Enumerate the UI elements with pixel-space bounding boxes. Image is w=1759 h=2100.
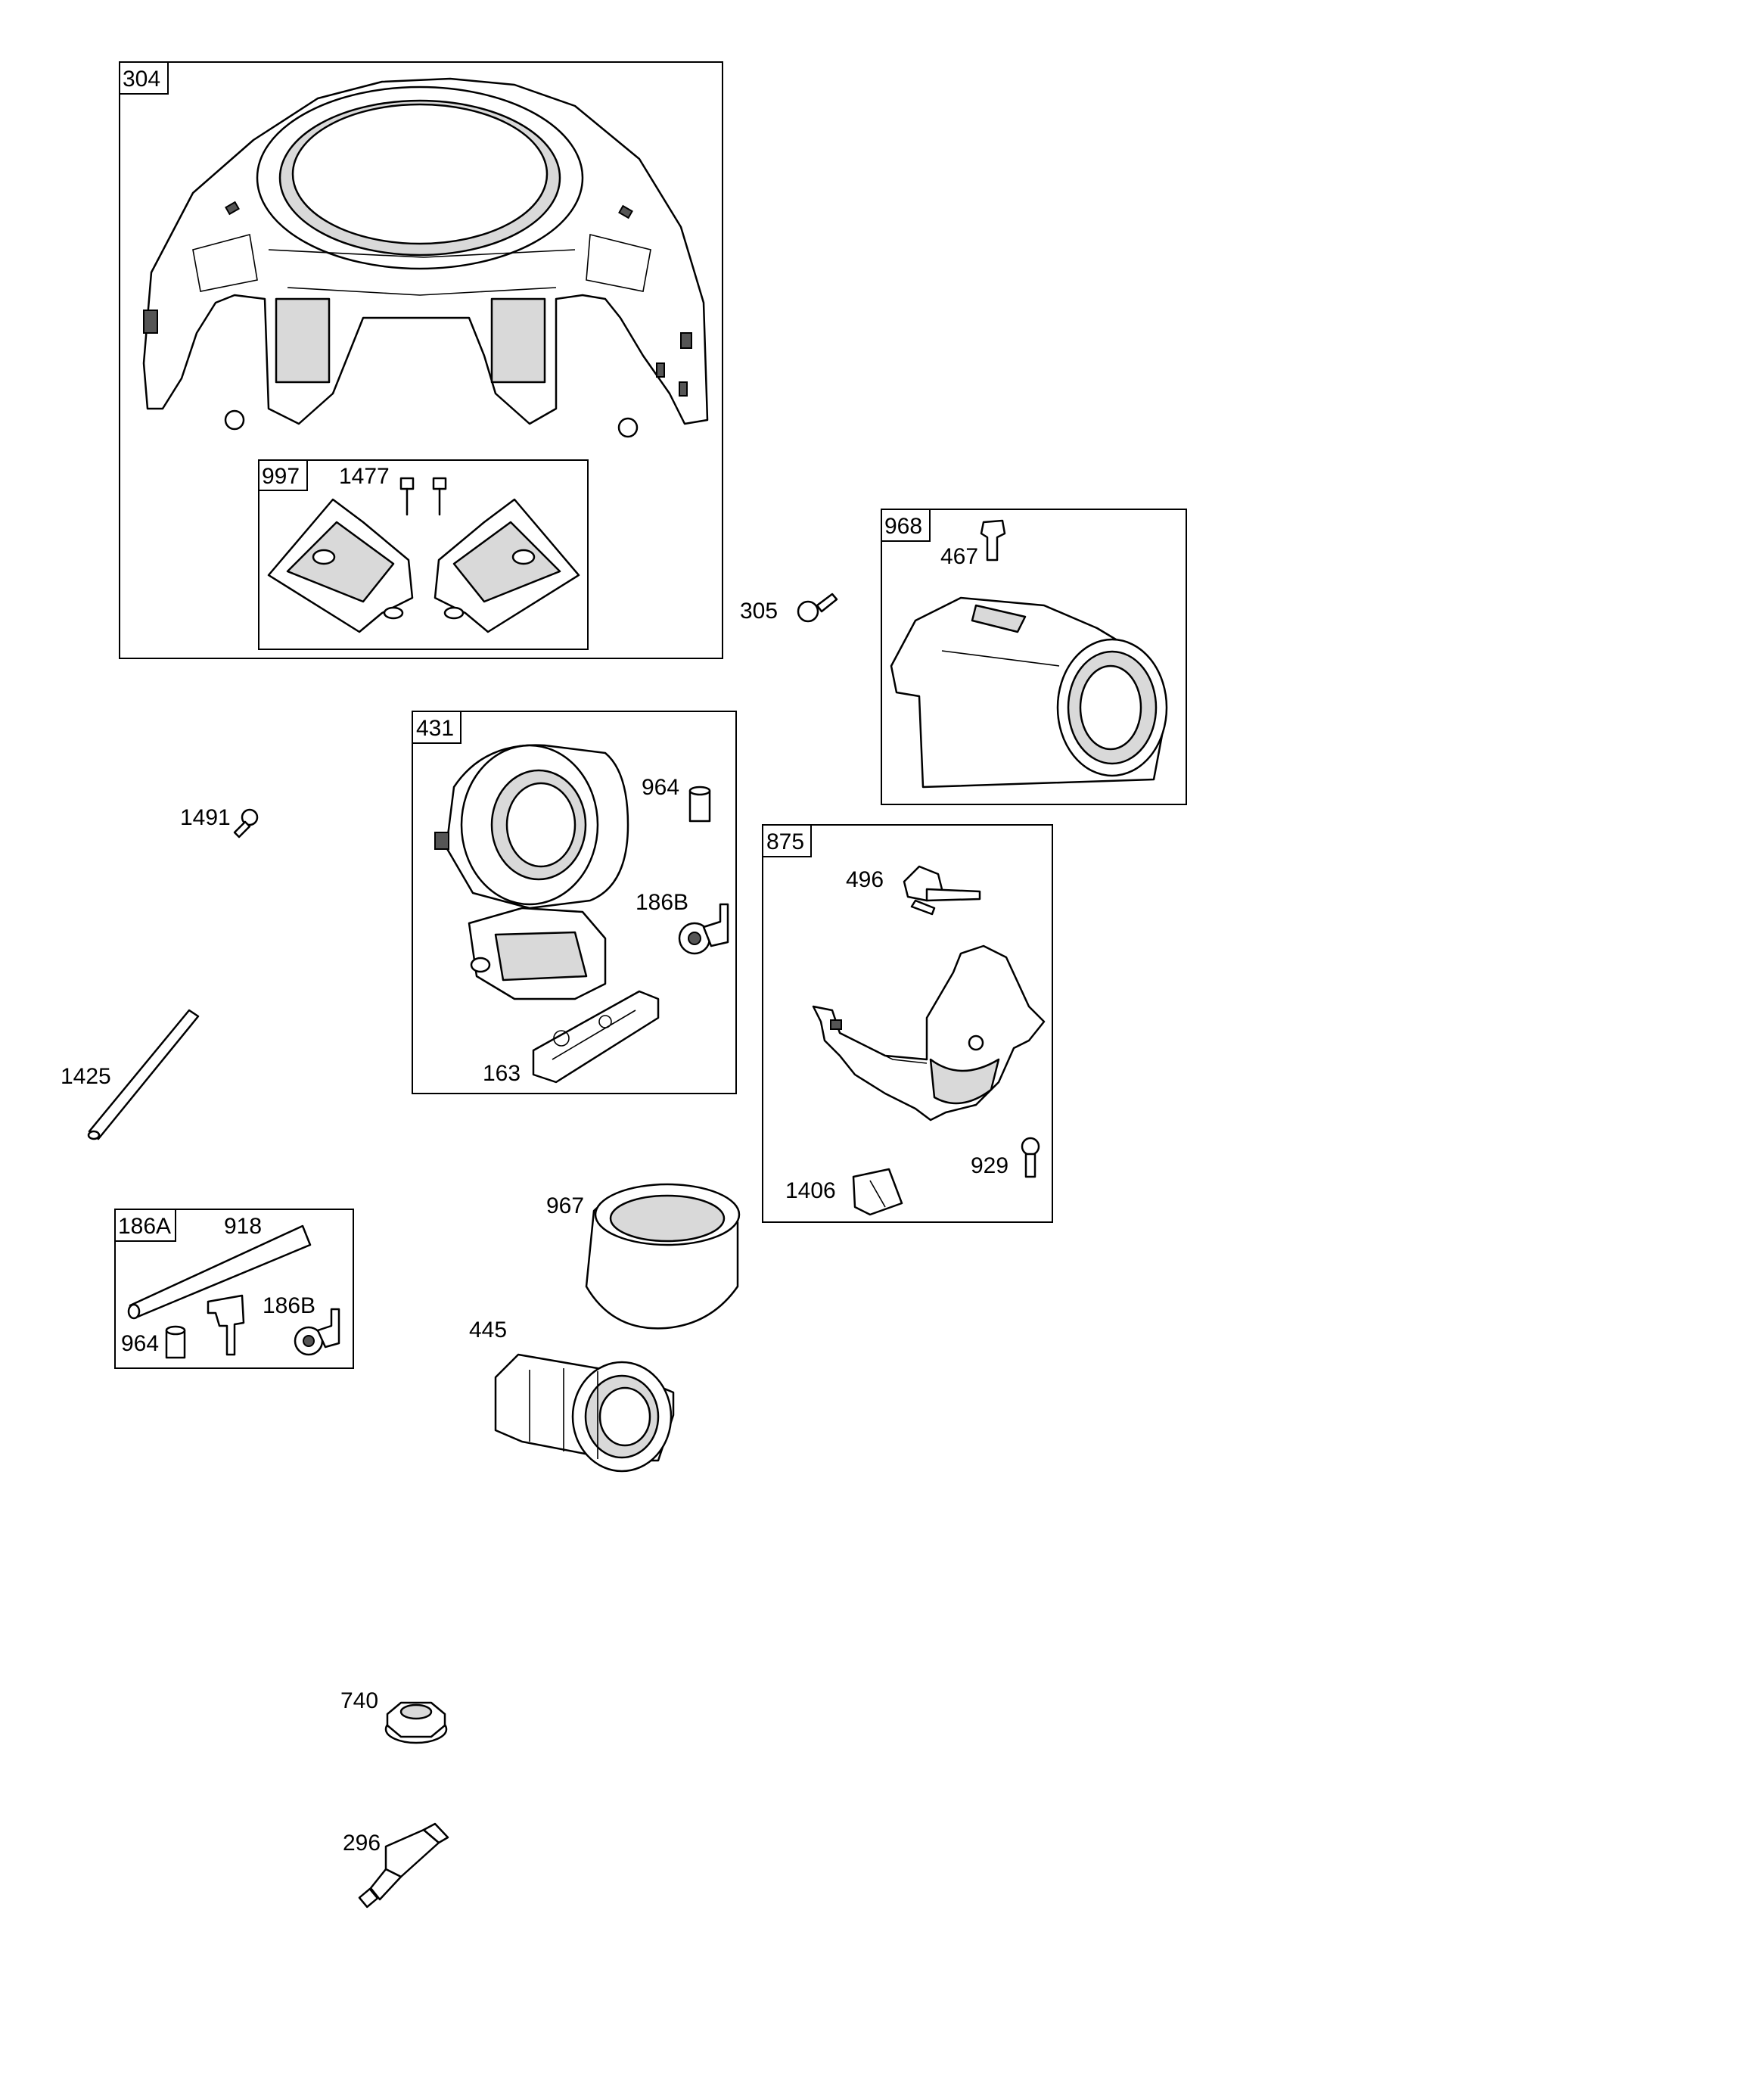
- group-968: 968 467: [881, 509, 1187, 805]
- group-968-tag: [881, 509, 931, 542]
- stud-296-part: [358, 1822, 449, 1909]
- breather-496-part: [903, 865, 981, 916]
- screw-305-part: [797, 593, 838, 623]
- label-1491: 1491: [180, 805, 231, 830]
- label-445: 445: [469, 1318, 507, 1342]
- bushing-964-a-part: [688, 786, 711, 823]
- label-1477: 1477: [339, 464, 390, 489]
- label-997: 997: [262, 464, 300, 489]
- group-968-frame: [881, 509, 1187, 805]
- baffle-997-part: [267, 498, 580, 633]
- label-431: 431: [416, 716, 454, 741]
- group-304: 304 997 1477: [119, 61, 723, 659]
- label-496: 496: [846, 867, 884, 892]
- gasket-163-part: [532, 990, 660, 1084]
- group-431: 431 964 186B 163: [412, 711, 737, 1094]
- group-997-frame: [258, 459, 589, 650]
- bolt-1477-part: [399, 477, 447, 516]
- label-918: 918: [224, 1214, 262, 1239]
- label-1425: 1425: [61, 1064, 111, 1089]
- group-304-frame: [119, 61, 723, 659]
- base-431-part: [434, 744, 629, 1000]
- hose-918-part: [127, 1224, 312, 1320]
- label-964-a: 964: [642, 775, 679, 800]
- label-304: 304: [123, 67, 160, 92]
- group-186A-frame: [114, 1209, 354, 1369]
- label-163: 163: [483, 1061, 521, 1086]
- fitting-186B-a-part: [678, 903, 729, 955]
- bushing-964-b-part: [165, 1325, 186, 1359]
- label-186B-b: 186B: [263, 1293, 315, 1318]
- elbow-fitting-part: [207, 1294, 245, 1356]
- shroud-875-part: [812, 944, 1046, 1122]
- label-186A: 186A: [118, 1214, 171, 1239]
- label-967: 967: [546, 1193, 584, 1218]
- group-997: 997 1477: [258, 459, 589, 650]
- label-968: 968: [884, 514, 922, 539]
- screw-929-part: [1021, 1137, 1040, 1178]
- group-431-frame: [412, 711, 737, 1094]
- label-875: 875: [766, 829, 804, 854]
- group-304-tag: [119, 61, 169, 95]
- label-305: 305: [740, 599, 778, 624]
- group-875-frame: [762, 824, 1053, 1223]
- seal-1406-part: [852, 1168, 903, 1216]
- label-929: 929: [971, 1153, 1008, 1178]
- knob-467-part: [980, 519, 1006, 562]
- label-467: 467: [940, 544, 978, 569]
- group-997-tag: [258, 459, 308, 491]
- blower-housing-part: [142, 77, 709, 438]
- group-875: 875 496 929 1406: [762, 824, 1053, 1223]
- label-1406: 1406: [785, 1178, 836, 1203]
- label-740: 740: [340, 1688, 378, 1713]
- label-186B-a: 186B: [636, 890, 688, 915]
- precleaner-967-part: [585, 1183, 741, 1330]
- fitting-186B-b-part: [294, 1308, 340, 1356]
- bolt-1491-part: [233, 808, 259, 838]
- filter-445-part: [494, 1353, 675, 1473]
- group-186A-tag: [114, 1209, 176, 1242]
- cover-968-part: [890, 596, 1168, 789]
- label-964-b: 964: [121, 1331, 159, 1356]
- label-296: 296: [343, 1831, 381, 1856]
- group-186A: 186A 918 964 186B: [114, 1209, 354, 1369]
- group-431-tag: [412, 711, 462, 744]
- tube-1425-part: [87, 1009, 200, 1140]
- group-875-tag: [762, 824, 812, 857]
- nut-740-part: [384, 1701, 448, 1744]
